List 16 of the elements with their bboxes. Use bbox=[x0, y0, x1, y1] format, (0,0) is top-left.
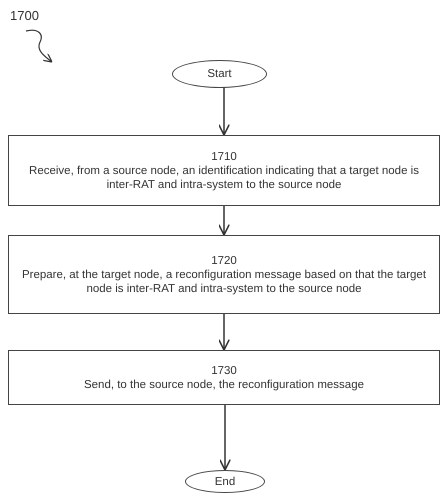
step-number: 1710 bbox=[211, 150, 237, 164]
arrow bbox=[218, 88, 230, 136]
process-box bbox=[8, 135, 440, 206]
process-box bbox=[8, 235, 440, 314]
arrow bbox=[218, 405, 232, 471]
arrow bbox=[218, 206, 230, 236]
step-text: Receive, from a source node, an identification indicating that a target node is inter-RAT and intra-system to the source node bbox=[28, 164, 420, 192]
step-text: Send, to the source node, the reconfiguration message bbox=[84, 378, 364, 392]
arrow bbox=[218, 314, 230, 351]
step-text: Prepare, at the target node, a reconfiguration message based on that the target node is inter-RAT and intra-system to the source node bbox=[20, 268, 428, 296]
step-number: 1730 bbox=[211, 364, 237, 378]
step-number: 1720 bbox=[211, 254, 237, 268]
step-text: End bbox=[214, 474, 236, 488]
process-box bbox=[8, 350, 440, 405]
step-text: Start bbox=[207, 67, 232, 81]
figure-number: 1700 bbox=[10, 8, 39, 23]
